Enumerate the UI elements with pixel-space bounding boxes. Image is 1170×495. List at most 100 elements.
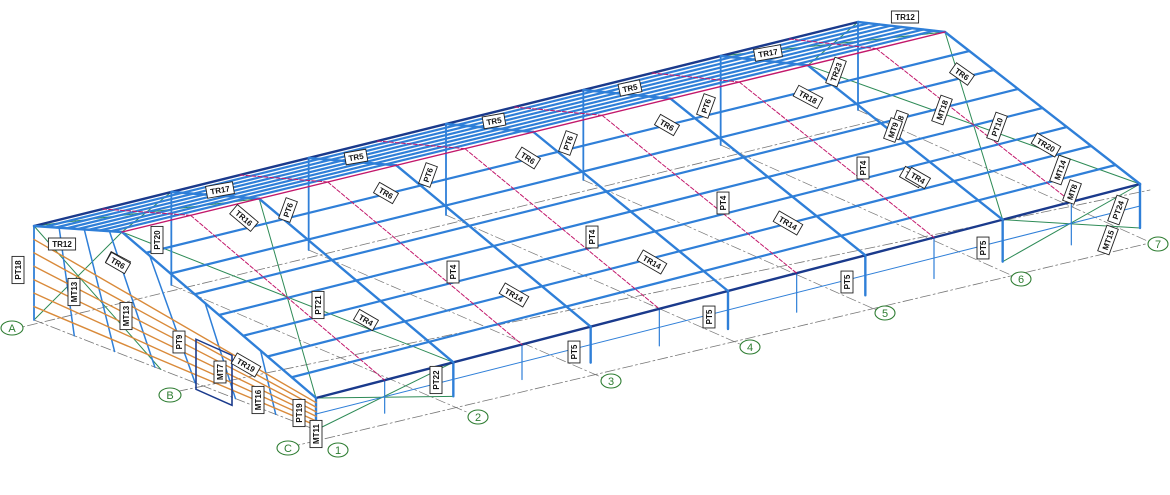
roof-label: TR17: [753, 44, 783, 62]
sag-rod: [327, 181, 523, 345]
grid-axis-2: [467, 409, 489, 425]
roof-label-text: TR5: [486, 116, 503, 128]
purlin-a: [43, 22, 870, 228]
roof-label-box: [792, 84, 824, 110]
roof-label-box: [229, 204, 259, 232]
roof-label: TR5: [481, 112, 507, 130]
roof-label-box: [47, 237, 77, 251]
roof-label: PT6: [696, 93, 716, 119]
sag-rod: [190, 214, 386, 381]
roof-label: TR6: [372, 181, 400, 205]
roof-label-box: [653, 113, 681, 137]
wall-label: PT4: [856, 156, 870, 180]
wall-label-box: [119, 301, 133, 331]
sag-rod: [738, 81, 935, 238]
gable-girt: [33, 305, 317, 427]
roof-label: MT14: [1049, 154, 1071, 186]
wall-label: PT21: [311, 290, 325, 320]
roof-label-box: [931, 94, 953, 126]
roof-label-box: [418, 162, 438, 188]
roof-label: TR6: [948, 62, 976, 86]
wall-label-box: [856, 156, 870, 180]
roof-label: PT6: [558, 130, 578, 156]
grid-axis-6: [1010, 271, 1032, 287]
grid-line-5: [582, 179, 880, 312]
purlin-c: [266, 144, 1093, 358]
wall-label: PT20: [150, 225, 164, 255]
grid-axis-4: [739, 339, 761, 355]
grid-axis-a-label: A: [8, 323, 16, 335]
wall-label: MT11: [309, 419, 323, 449]
roof-label-box: [278, 197, 298, 223]
sag-rod: [514, 106, 603, 116]
roof-label-box: [498, 282, 530, 308]
grid-axis-7: [1147, 236, 1169, 252]
grid-axis-a: [0, 320, 24, 336]
wall-label-box: [446, 260, 460, 284]
wall-label-text: PT4: [859, 160, 868, 175]
wall-label-box: [702, 305, 716, 329]
grid-axis-c-label: C: [284, 443, 292, 455]
wall-label-text: PT18: [14, 260, 23, 280]
wall-label-text: MT13: [70, 281, 79, 302]
wall-label-text: PT5: [979, 240, 988, 255]
roof-label: TR23: [825, 56, 847, 88]
wall-label-box: [172, 330, 186, 354]
purlin-a: [109, 29, 936, 233]
roof-label: TR14: [636, 249, 668, 275]
gable-brace: [33, 231, 123, 321]
wall-label-text: PT4: [719, 195, 728, 210]
grid-axis-b: [158, 387, 182, 403]
grid-line-a: [9, 119, 879, 331]
purlin-a: [65, 24, 892, 230]
wall-label: PT22: [429, 365, 443, 395]
gable-girt: [33, 292, 317, 422]
grid-axis-3-label: 3: [608, 376, 614, 388]
wall-label: MT7: [213, 360, 227, 384]
wall-label-box: [11, 255, 25, 285]
girt-c: [315, 205, 1141, 415]
wall-label: MT13: [119, 301, 133, 331]
roof-label: TR12: [47, 237, 77, 251]
grid-line-2: [170, 284, 468, 413]
wall-label: PT5: [976, 236, 990, 260]
wall-label-box: [251, 385, 265, 415]
purlin-a: [98, 28, 925, 232]
roof-label-box: [948, 62, 976, 86]
roof-label-text: TR12: [895, 13, 915, 22]
roof-label-box: [772, 210, 804, 236]
roof-label: TR14: [498, 282, 530, 308]
roof-label-box: [1107, 194, 1129, 226]
wall-label-box: [716, 191, 730, 215]
grid-axis-3: [600, 373, 622, 389]
wall-label-box: [311, 290, 325, 320]
grid-axis-1-label: 1: [335, 445, 341, 457]
wall-label: MT13: [67, 277, 81, 307]
wall-label-box: [976, 236, 990, 260]
gable-girt: [33, 238, 317, 404]
sag-rod: [239, 174, 329, 183]
roof-label-box: [481, 112, 507, 130]
roof-label: PT6: [278, 197, 298, 223]
wall-label: PT5: [840, 270, 854, 294]
roof-label-box: [696, 93, 716, 119]
grid-axis-c: [276, 440, 300, 456]
purlin-c: [217, 106, 1044, 317]
wall-label-box: [150, 225, 164, 255]
wall-label: PT4: [446, 260, 460, 284]
purlin-c: [193, 87, 1020, 296]
grid-axis-1: [327, 442, 349, 458]
roof-label-box: [753, 44, 783, 62]
wall-label: PT5: [567, 340, 581, 364]
roof-label: MT9: [883, 117, 903, 143]
roof-label-box: [890, 10, 920, 24]
roof-label-text: TR17: [210, 184, 231, 196]
roof-label: PT10: [986, 111, 1008, 143]
roof-label-box: [1049, 154, 1071, 186]
roof-label: TR4: [904, 166, 932, 190]
gable-post: [83, 228, 116, 353]
sag-rod: [651, 72, 740, 83]
roof-label-box: [883, 117, 903, 143]
gable-girt: [33, 252, 317, 408]
